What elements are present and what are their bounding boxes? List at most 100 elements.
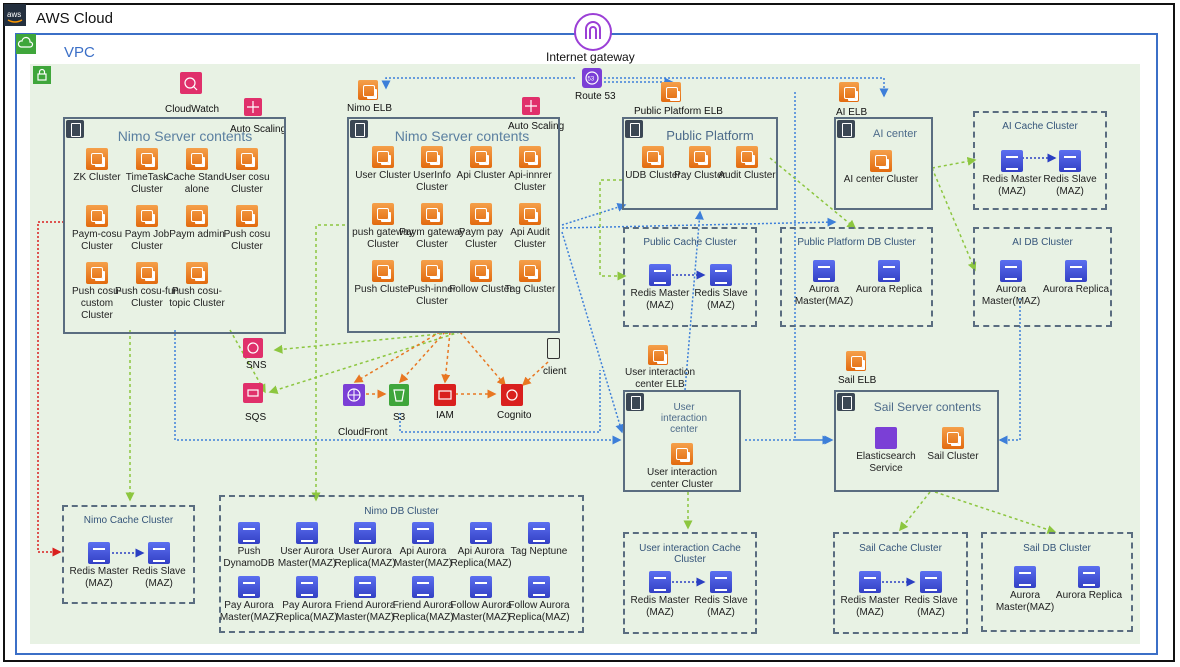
- nimo-left-node: Cache Stand-alone: [164, 148, 230, 196]
- redis-icon: [710, 264, 732, 286]
- service-icon: [470, 203, 492, 225]
- public-platform-node: Audit Cluster: [716, 146, 778, 182]
- public-db-cluster: [780, 227, 933, 327]
- server-icon: [837, 393, 855, 411]
- node-label: Api Aurora Replica(MAZ): [450, 546, 512, 569]
- service-icon: [372, 260, 394, 282]
- public-cache-slave: Redis Slave (MAZ): [681, 264, 761, 312]
- ui-cache-cluster: [623, 532, 757, 634]
- ui-cache-slave: Redis Slave (MAZ): [681, 571, 761, 619]
- nimo-db-node: Api Aurora Master(MAZ): [387, 522, 459, 570]
- nimo-db-node: Tag Neptune: [503, 522, 575, 558]
- nimo-mid-node: Api Audit Cluster: [497, 203, 563, 251]
- node-label: Pay Aurora Replica(MAZ): [276, 600, 338, 623]
- aurora-master-label: Aurora Master(MAZ): [981, 284, 1041, 307]
- public-platform-title: Public Platform: [666, 128, 754, 143]
- cloudwatch-icon: [180, 72, 202, 94]
- node-label: Push cosu-custom Cluster: [71, 286, 123, 321]
- service-icon: [296, 576, 318, 598]
- auto-scaling-label-mid: Auto Scaling: [508, 121, 565, 132]
- node-label: Paym Job Cluster: [124, 229, 170, 252]
- node-label: Paym gateway Cluster: [399, 227, 465, 250]
- public-cache-master: Redis Master (MAZ): [620, 264, 700, 312]
- redis-icon: [148, 542, 170, 564]
- s3-icon: [389, 384, 409, 406]
- server-icon: [350, 120, 368, 138]
- svg-text:53: 53: [588, 77, 595, 83]
- public-platform-node: UDB Cluster: [622, 146, 684, 182]
- ai-db-title: AI DB Cluster: [1012, 237, 1073, 248]
- elasticsearch-icon: [875, 427, 897, 449]
- node-label: Api Cluster: [456, 170, 506, 181]
- service-icon: [136, 148, 158, 170]
- service-icon: [736, 146, 758, 168]
- sail-db-master: Aurora Master(MAZ): [985, 566, 1065, 614]
- aurora-icon: [1065, 260, 1087, 282]
- cloudfront-label: CloudFront: [338, 427, 388, 438]
- nimo-cache-master: Redis Master (MAZ): [59, 542, 139, 590]
- redis-slave-label: Redis Slave (MAZ): [1043, 174, 1097, 197]
- sail-cluster-label: Sail Cluster: [927, 451, 979, 462]
- ai-db-master: Aurora Master(MAZ): [971, 260, 1051, 308]
- ai-elb-icon: [839, 82, 859, 102]
- redis-master-label: Redis Master (MAZ): [840, 595, 900, 618]
- server-icon: [626, 393, 644, 411]
- service-icon: [296, 522, 318, 544]
- nimo-mid-node: Push Cluster: [350, 260, 416, 296]
- vpc-label: VPC: [64, 44, 95, 61]
- nimo-left-node: Push cosu Cluster: [214, 205, 280, 253]
- node-label: User cosu Cluster: [224, 172, 270, 195]
- node-label: User Cluster: [355, 170, 411, 181]
- ai-db-cluster: [973, 227, 1112, 327]
- redis-master-label: Redis Master (MAZ): [69, 566, 129, 589]
- node-label: Push DynamoDB: [223, 546, 275, 569]
- node-label: Audit Cluster: [718, 170, 776, 181]
- redis-icon: [710, 571, 732, 593]
- service-icon: [236, 205, 258, 227]
- sail-cluster-icon: [942, 427, 964, 449]
- nimo-mid-node: Api Cluster: [448, 146, 514, 182]
- node-label: Friend Aurora Replica(MAZ): [392, 600, 454, 623]
- ai-cache-cluster: [973, 111, 1107, 210]
- nimo-elb-label: Nimo ELB: [347, 103, 393, 114]
- server-icon: [66, 120, 84, 138]
- redis-icon: [1001, 150, 1023, 172]
- aurora-master-label: Aurora Master(MAZ): [794, 284, 854, 307]
- private-subnet: [30, 64, 1140, 644]
- ai-center: [834, 117, 933, 210]
- node-label: ZK Cluster: [73, 172, 121, 183]
- sqs-label: SQS: [245, 412, 267, 423]
- service-icon: [136, 205, 158, 227]
- sail-cluster-node: Sail Cluster: [913, 427, 993, 463]
- service-icon: [86, 148, 108, 170]
- nimo-cache-cluster: [62, 505, 195, 604]
- sail-db-title: Sail DB Cluster: [1023, 543, 1091, 554]
- auto-scaling-icon-mid: [522, 97, 540, 115]
- node-label: Follow Aurora Master(MAZ): [450, 600, 512, 623]
- service-icon: [372, 146, 394, 168]
- node-label: Push Cluster: [354, 284, 412, 295]
- node-label: UserInfo Cluster: [413, 170, 451, 193]
- vpc-cloud-icon: [16, 34, 36, 54]
- ui-elb-label: User interaction center ELB: [624, 367, 696, 390]
- service-icon: [519, 146, 541, 168]
- nimo-db-node: Friend Aurora Replica(MAZ): [387, 576, 459, 624]
- sail-elb-icon: [846, 351, 866, 371]
- public-platform-elb-icon: [661, 82, 681, 102]
- public-cache-cluster: [623, 227, 757, 327]
- node-label: Push cosu Cluster: [223, 229, 271, 252]
- nimo-db-cluster: [219, 495, 584, 633]
- node-label: Paym admin: [169, 229, 225, 240]
- nimo-server-left: [63, 117, 286, 334]
- auto-scaling-icon-left: [244, 98, 262, 116]
- redis-icon: [859, 571, 881, 593]
- ai-cache-title: AI Cache Cluster: [1002, 121, 1078, 132]
- node-label: User Aurora Master(MAZ): [277, 546, 337, 569]
- service-icon: [528, 522, 550, 544]
- service-icon: [354, 522, 376, 544]
- ai-elb-label: AI ELB: [836, 107, 868, 118]
- aurora-master-label: Aurora Master(MAZ): [995, 590, 1055, 613]
- ui-center: [623, 390, 741, 492]
- service-icon: [470, 146, 492, 168]
